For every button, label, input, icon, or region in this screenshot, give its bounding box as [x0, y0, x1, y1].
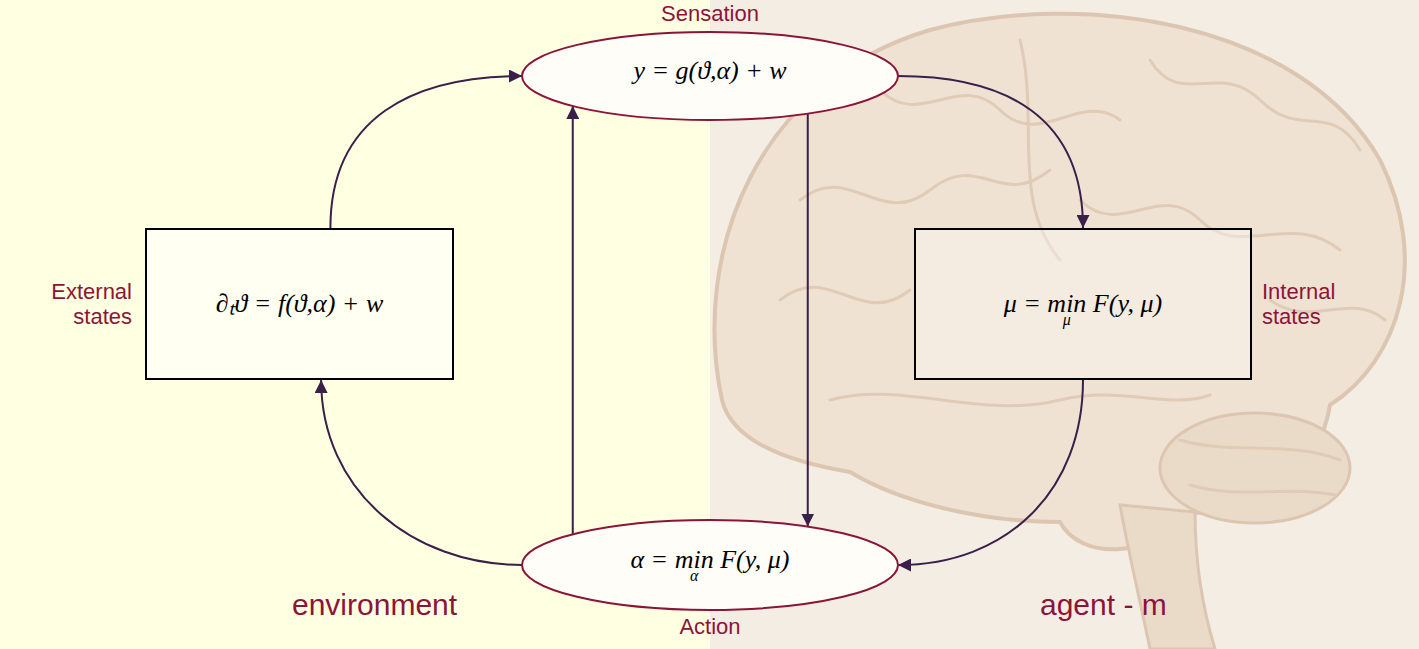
- internal-states-box: μ = min F(y, μ) Internal states μ: [914, 228, 1410, 380]
- gyrus: [1150, 60, 1360, 150]
- min-subscript: μ: [1063, 312, 1071, 328]
- equation: α = min F(y, μ): [630, 544, 789, 575]
- brain-stem: [1120, 505, 1215, 649]
- region-label: agent - m: [1040, 588, 1167, 621]
- cerebellum-fold: [1190, 485, 1335, 495]
- region-label: environment: [292, 588, 457, 621]
- node-heading: Internal states: [1262, 279, 1382, 330]
- ellipse-shape: [522, 32, 898, 120]
- connector-arrow: [321, 380, 522, 565]
- central-sulcus: [1020, 40, 1060, 260]
- process-ellipse: y = g(ϑ,α) + w: [520, 30, 900, 122]
- cerebellum: [1160, 413, 1350, 523]
- equation: μ = min F(y, μ): [1004, 288, 1162, 319]
- gyrus: [800, 170, 1050, 203]
- connector-arrow: [898, 380, 1083, 565]
- connector-arrow: [330, 76, 522, 228]
- sensation-ellipse: y = g(ϑ,α) + w Sensation: [520, 0, 900, 124]
- gyrus: [880, 90, 1120, 124]
- node-heading: External states: [6, 279, 132, 330]
- state-box: ∂ₜϑ = f(ϑ,α) + w: [145, 228, 454, 380]
- lateral-sulcus: [830, 394, 1210, 406]
- external-states-box: ∂ₜϑ = f(ϑ,α) + w External states: [6, 228, 454, 380]
- node-heading: Sensation: [520, 1, 900, 26]
- equation: ∂ₜϑ = f(ϑ,α) + w: [216, 288, 383, 319]
- cerebellum-fold: [1180, 440, 1340, 460]
- equation: y = g(ϑ,α) + w: [633, 55, 786, 86]
- state-box: μ = min F(y, μ): [914, 228, 1252, 380]
- ellipse-shape: [522, 520, 898, 610]
- gyrus: [780, 287, 910, 303]
- action-ellipse: α = min F(y, μ) Action α: [520, 518, 900, 642]
- process-ellipse: α = min F(y, μ): [520, 518, 900, 612]
- min-subscript: α: [690, 568, 698, 584]
- connector-arrow: [898, 76, 1083, 228]
- connector-arrow: [807, 114, 809, 527]
- connector-arrow: [572, 106, 574, 534]
- node-heading: Action: [520, 614, 900, 639]
